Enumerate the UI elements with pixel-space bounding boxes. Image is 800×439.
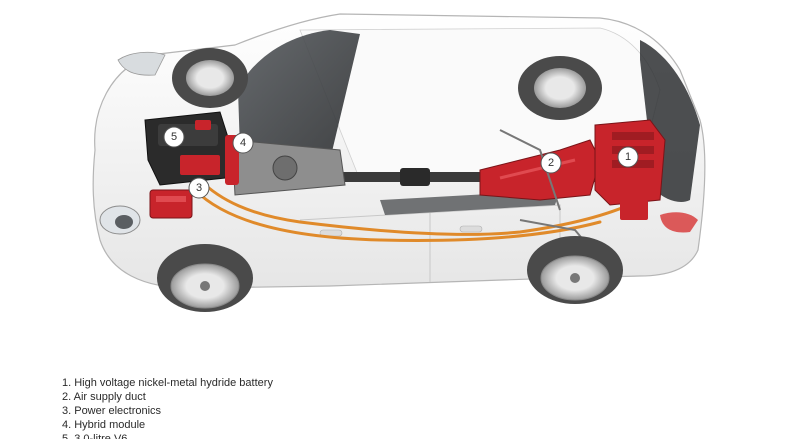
hybrid-module — [225, 135, 346, 196]
legend-item-battery: 1. High voltage nickel-metal hydride bat… — [62, 377, 273, 389]
svg-text:3: 3 — [196, 182, 202, 194]
front-wheel-top — [172, 48, 248, 108]
high-voltage-cable — [193, 178, 642, 242]
taillight — [660, 212, 698, 233]
callout-4: 4 — [232, 132, 254, 154]
power-electronics — [149, 189, 193, 219]
svg-text:1: 1 — [625, 151, 631, 163]
legend-item-power-electronics: 3. Power electronics — [62, 405, 162, 417]
legend-item-engine: 5. 3.0-litre V6 — [62, 433, 128, 439]
legend-item-hybrid-module: 4. Hybrid module — [62, 419, 146, 431]
component-legend: 1. High voltage nickel-metal hydride bat… — [62, 376, 273, 439]
front-wheel-bottom — [157, 244, 253, 312]
svg-text:5: 5 — [171, 131, 177, 143]
rear-wheel-top — [518, 56, 602, 120]
engine-v6 — [144, 111, 233, 186]
callout-2: 2 — [540, 152, 562, 174]
callout-5: 5 — [163, 126, 185, 148]
callout-3: 3 — [188, 177, 210, 199]
headlight-front — [99, 51, 166, 235]
air-supply-duct — [479, 139, 601, 201]
rear-wheel-bottom — [527, 236, 623, 304]
svg-text:4: 4 — [240, 137, 246, 149]
callout-1: 1 — [617, 146, 639, 168]
legend-item-air-duct: 2. Air supply duct — [62, 391, 146, 403]
svg-text:2: 2 — [548, 157, 554, 169]
